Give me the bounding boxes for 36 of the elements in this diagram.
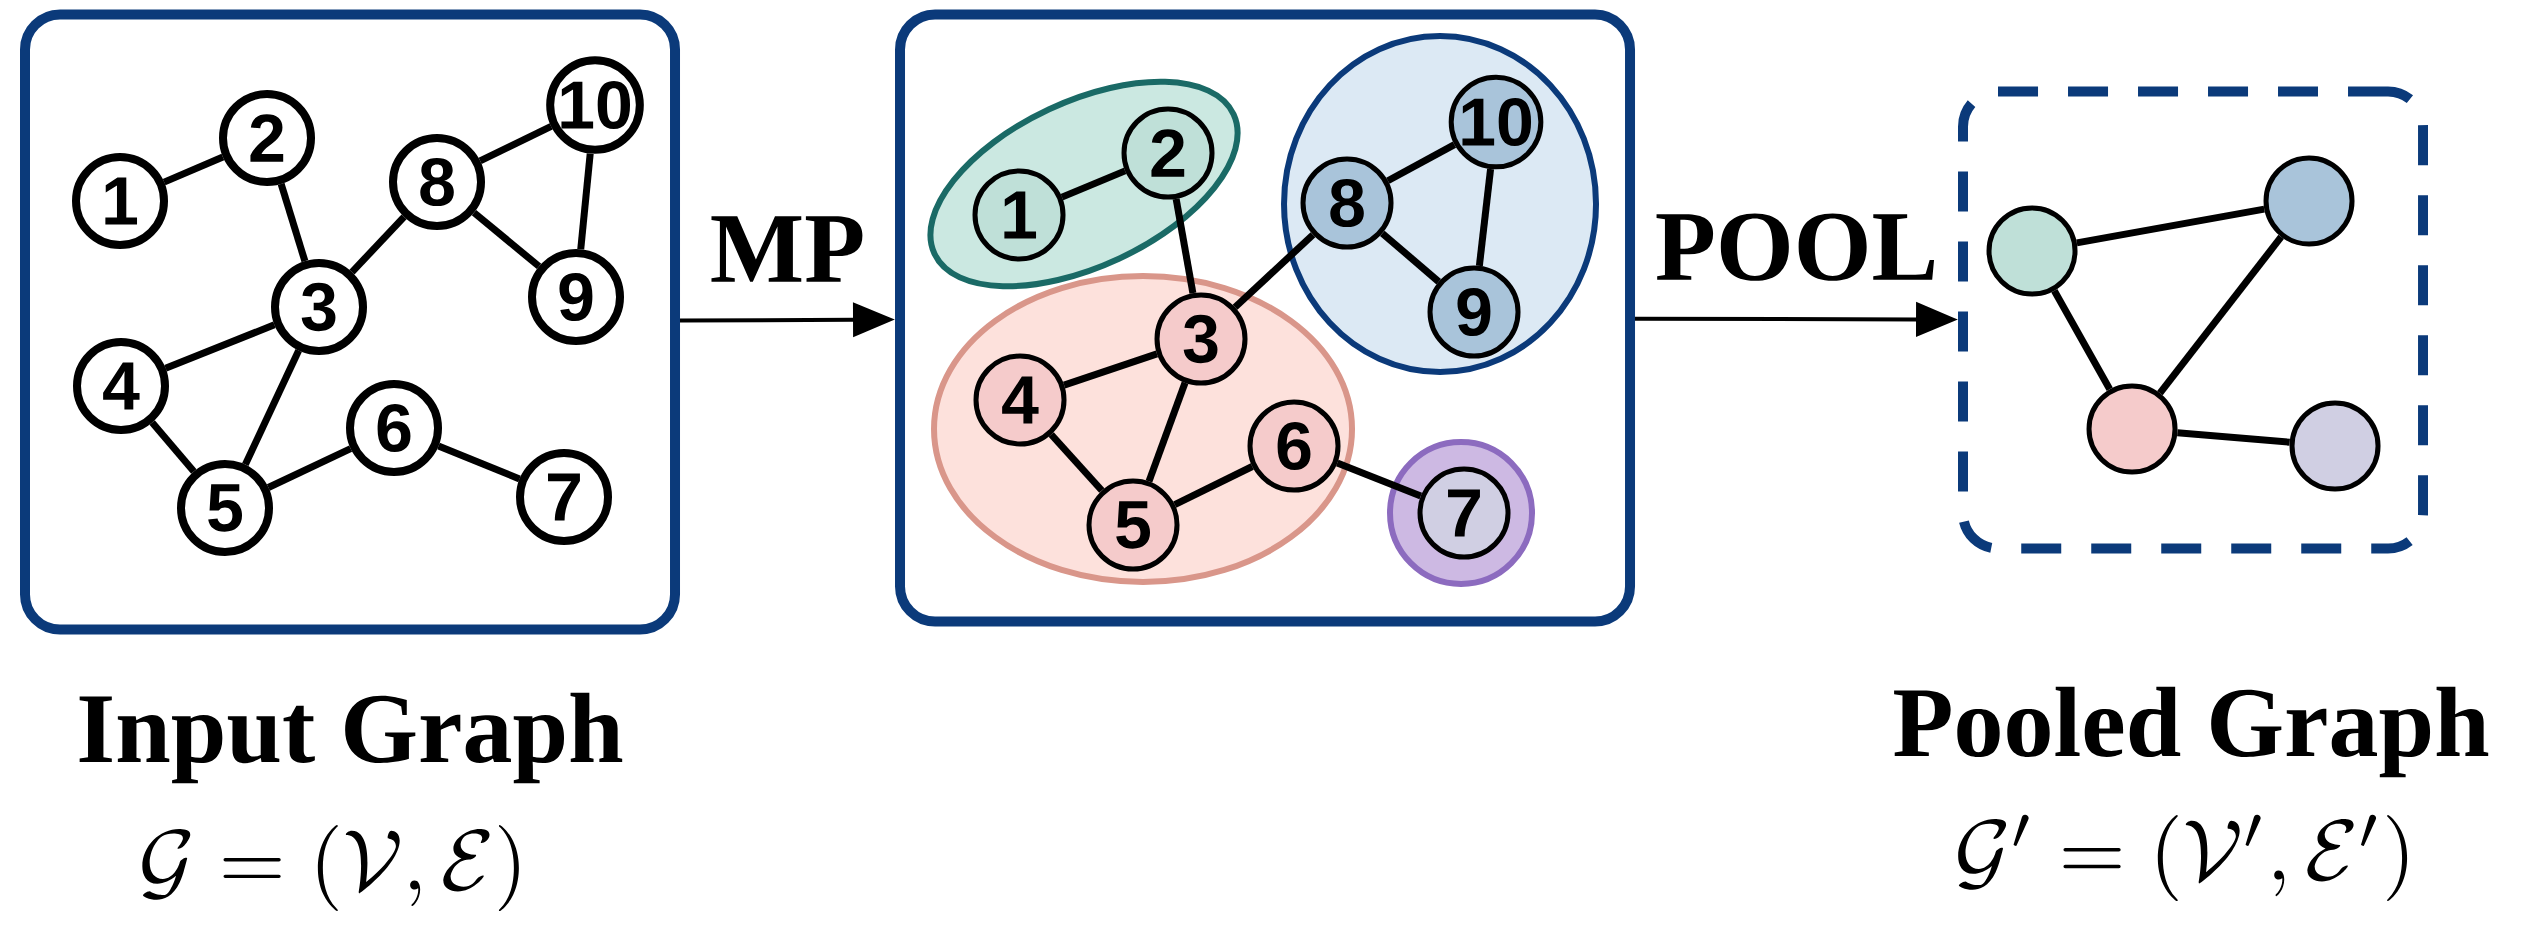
graph-edge	[1173, 463, 1254, 508]
graph-edge	[1172, 198, 1197, 294]
graph-edge	[1145, 381, 1189, 483]
graph-formula: $\mathcal{G}' = (\mathcal{V}', \mathcal{E}')$	[1958, 814, 2408, 902]
graph-edge	[162, 153, 225, 186]
graph-edge	[1336, 459, 1423, 500]
graph-formula: $\mathcal{G} = (\mathcal{V}, \mathcal{E})$	[142, 825, 519, 911]
graph-edge	[577, 153, 594, 250]
graph-node-circle	[1986, 205, 2078, 297]
graph-node-circle	[2289, 400, 2381, 492]
graph-edge	[1386, 141, 1457, 184]
graph-edge	[1060, 167, 1127, 201]
edge-label: POOL	[1656, 213, 1935, 281]
graph-edge	[2076, 205, 2265, 247]
graph-edge	[242, 349, 302, 466]
graph-edge	[164, 321, 276, 372]
graph-edge	[266, 445, 353, 491]
graph-edge	[1475, 168, 1495, 267]
graph-edge	[2157, 234, 2284, 396]
graph-edge	[2051, 288, 2113, 392]
graph-edge	[349, 214, 407, 275]
graph-edge	[1380, 230, 1441, 285]
graph-node-circle	[2263, 155, 2355, 247]
graph-edge	[277, 182, 309, 263]
edge-label: MP	[711, 216, 863, 282]
graph-node-circle	[2086, 383, 2178, 475]
graph-edge	[471, 209, 542, 270]
graph-edge	[437, 442, 521, 483]
graph-edge	[1062, 350, 1159, 389]
panel-frame	[895, 9, 1635, 627]
graph-edge	[1048, 432, 1105, 493]
panel-title: Input Graph	[79, 692, 623, 784]
graph-edge	[1232, 232, 1316, 310]
graph-edge	[149, 420, 197, 474]
panel-title: Pooled Graph	[1894, 686, 2489, 778]
graph-edge	[478, 123, 553, 165]
